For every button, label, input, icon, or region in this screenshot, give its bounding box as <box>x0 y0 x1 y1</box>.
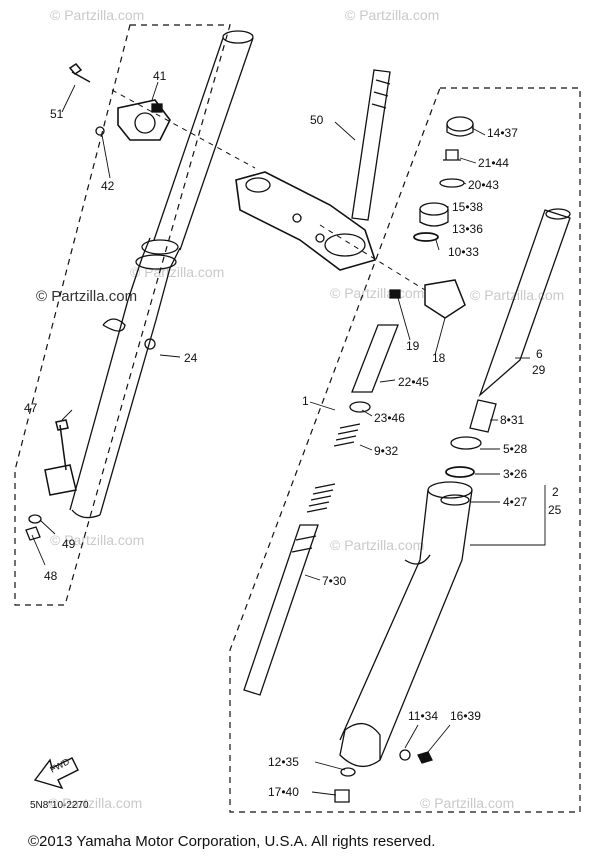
cap-bolt-15-13 <box>419 202 449 227</box>
left-fork-leg <box>69 30 254 519</box>
callout-24: 24 <box>184 351 198 365</box>
callout-4-27: 4•27 <box>503 495 528 509</box>
right-assembly-boundary <box>229 87 581 813</box>
callout-29: 29 <box>532 363 546 377</box>
alignment-line-bracket <box>319 224 426 291</box>
callout-15-38: 15•38 <box>452 200 483 214</box>
callout-5-28: 5•28 <box>503 442 528 456</box>
bushing-8 <box>469 399 497 433</box>
gasket-12 <box>340 767 356 777</box>
watermark-bottom-left: © Partzilla.com <box>48 795 142 811</box>
callout-19: 19 <box>406 339 420 353</box>
watermark-center-right: © Partzilla.com <box>330 285 424 301</box>
bolt-17 <box>334 789 350 803</box>
bolt-51 <box>68 63 91 83</box>
seat-23 <box>349 401 371 413</box>
drain-bolt-16 <box>417 751 433 764</box>
watermark-center-mid: © Partzilla.com <box>130 264 224 280</box>
callout-3-26: 3•26 <box>503 467 528 481</box>
callout-25: 25 <box>548 503 562 517</box>
callout-23-46: 23•46 <box>374 411 405 425</box>
callout-16-39: 16•39 <box>450 709 481 723</box>
inner-tube-6 <box>478 209 571 398</box>
clip-3 <box>445 466 475 478</box>
callout-2: 2 <box>552 485 559 499</box>
bracket-18 <box>424 279 466 319</box>
callout-20-43: 20•43 <box>468 178 499 192</box>
callout-18: 18 <box>432 351 446 365</box>
callout-50: 50 <box>310 113 324 127</box>
callout-10-33: 10•33 <box>448 245 479 259</box>
handlebar-clamp <box>117 99 171 141</box>
copyright-notice: ©2013 Yamaha Motor Corporation, U.S.A. A… <box>28 833 436 850</box>
valve-21 <box>443 149 461 161</box>
callout-14-37: 14•37 <box>487 126 518 140</box>
spacer-22 <box>351 324 399 393</box>
callout-12-35: 12•35 <box>268 755 299 769</box>
o-ring-10 <box>413 232 439 242</box>
callout-11-34: 11•34 <box>408 709 438 723</box>
drain-washer-11 <box>399 749 411 761</box>
pin-42 <box>95 126 105 136</box>
nut-48 <box>25 526 41 541</box>
callout-7-30: 7•30 <box>322 574 347 588</box>
callout-8-31: 8•31 <box>500 413 525 427</box>
axle-holder <box>44 464 77 496</box>
callout-1: 1 <box>302 394 309 408</box>
callout-13-36: 13•36 <box>452 222 483 236</box>
fwd-arrow-icon: FWD <box>33 756 79 790</box>
diagram-code: 5N8"10-2270 <box>30 800 89 811</box>
washer-49 <box>28 514 42 524</box>
watermark-top-right: © Partzilla.com <box>345 7 439 23</box>
watermark-left-mid: © Partzilla.com <box>36 288 137 305</box>
spring-9 <box>333 423 361 447</box>
oil-seal-5 <box>450 436 482 450</box>
left-assembly-boundary <box>14 24 231 606</box>
watermark-right-mid: © Partzilla.com <box>470 287 564 303</box>
callout-21-44: 21•44 <box>478 156 509 170</box>
leader-lines <box>31 81 546 796</box>
cap-14 <box>446 116 474 137</box>
steering-stem-bracket <box>235 69 391 271</box>
callout-22-45: 22•45 <box>398 375 429 389</box>
watermark-bottom-right: © Partzilla.com <box>420 795 514 811</box>
damper-rod-7 <box>243 524 319 696</box>
callout-9-32: 9•32 <box>374 444 399 458</box>
fwd-label: FWD <box>48 756 71 775</box>
bolt-47 <box>55 419 69 471</box>
callout-49: 49 <box>62 537 76 551</box>
callout-48: 48 <box>44 569 58 583</box>
spring-lower <box>306 483 336 513</box>
callout-47: 47 <box>24 401 38 415</box>
callout-17-40: 17•40 <box>268 785 299 799</box>
callout-41: 41 <box>153 69 167 83</box>
outer-tube-2 <box>339 481 473 767</box>
watermark-left-low: © Partzilla.com <box>50 532 144 548</box>
callout-51: 51 <box>50 107 64 121</box>
alignment-line-upper <box>111 89 256 169</box>
watermark-center-low: © Partzilla.com <box>330 537 424 553</box>
washer-4 <box>440 494 470 506</box>
washer-20 <box>439 178 465 188</box>
callout-42: 42 <box>101 179 115 193</box>
callout-6: 6 <box>536 347 543 361</box>
bolt-19 <box>389 289 401 299</box>
watermark-top: © Partzilla.com <box>50 7 144 23</box>
